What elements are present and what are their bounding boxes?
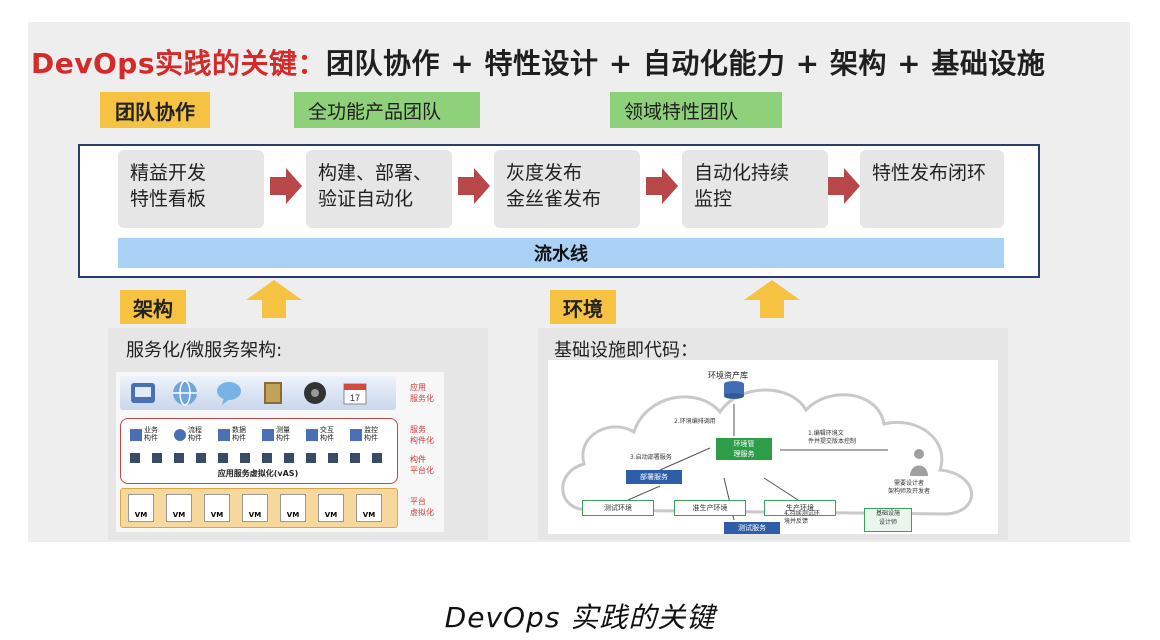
svg-text:17: 17	[350, 393, 360, 403]
designer-label: 需要设计者 架构师及开发者	[888, 480, 931, 495]
arrow-up-icon	[246, 280, 302, 318]
stage-build-deploy: 构建、部署、 验证自动化	[306, 150, 452, 228]
slide: DevOps实践的关键：团队协作 + 特性设计 + 自动化能力 + 架构 + 基…	[28, 22, 1130, 542]
component-caption: 数据 构件	[232, 426, 246, 442]
repo-label: 环境资产库	[708, 371, 748, 380]
vas-label: 应用服务虚拟化(vAS)	[217, 469, 299, 478]
tag-full-function-team: 全功能产品团队	[294, 92, 480, 128]
stage-line: 特性看板	[130, 188, 207, 210]
slide-title: DevOps实践的关键：团队协作 + 特性设计 + 自动化能力 + 架构 + 基…	[31, 42, 1045, 82]
vm-box: VM	[166, 494, 192, 522]
component-caption: 测量 构件	[276, 426, 290, 442]
infra-heading: 基础设施即代码：	[554, 340, 698, 361]
env-mgmt-service: 环境管 理服务	[716, 438, 772, 460]
step-1: 1.编辑环境文 件并提交版本控制	[808, 430, 857, 445]
component-caption: 交互 构件	[320, 426, 334, 442]
infra-designer-box: 基础设施 设计师	[864, 508, 912, 532]
env-prod: 生产环境	[764, 500, 836, 516]
component-item: 流程 构件	[174, 426, 214, 446]
calendar-icon: 17	[343, 383, 367, 405]
dashboard-icon	[304, 382, 326, 404]
stage-line: 精益开发	[130, 162, 207, 184]
component-caption: 业务 构件	[144, 426, 158, 442]
globe-icon	[173, 380, 197, 406]
stage-feature-loop: 特性发布闭环	[860, 150, 1004, 228]
deploy-service: 部署服务	[626, 470, 682, 484]
layer-label: 应用 服务化	[410, 383, 434, 403]
step-4: 4.持续测试环 境并反馈	[784, 510, 820, 525]
component-caption: 流程 构件	[188, 426, 202, 442]
layer-label: 平台 虚拟化	[410, 497, 434, 517]
stage-lean-dev: 精益开发 特性看板	[118, 150, 264, 228]
stage-line: 灰度发布	[506, 162, 583, 184]
vm-box: VM	[242, 494, 268, 522]
env-test: 测试环境	[582, 500, 654, 516]
arrow-right-icon	[646, 168, 678, 204]
title-prefix: DevOps实践的关键：	[31, 47, 326, 80]
arch-diagram: 17 应用 服务化 业务 构件 流程 构件 数据 构件 测量 构件 交互 构件 …	[116, 372, 444, 532]
layer-label: 构件 平台化	[410, 455, 434, 475]
tag-environment: 环境	[550, 290, 616, 324]
tag-domain-feature-team: 领域特性团队	[610, 92, 782, 128]
component-item: 数据 构件	[218, 426, 258, 446]
stage-line: 自动化持续	[694, 162, 790, 184]
stage-gray-release: 灰度发布 金丝雀发布	[494, 150, 640, 228]
arrow-right-icon	[270, 168, 302, 204]
person-icon	[910, 449, 928, 476]
chat-bubble-icon	[217, 382, 241, 405]
step-3: 3.启动部署服务	[630, 454, 672, 461]
vm-box: VM	[128, 494, 154, 522]
phone-icon	[131, 383, 155, 403]
component-caption: 监控 构件	[364, 426, 378, 442]
stage-line: 金丝雀发布	[506, 188, 602, 210]
vm-box: VM	[204, 494, 230, 522]
arch-heading: 服务化/微服务架构:	[126, 340, 283, 361]
tag-architecture: 架构	[120, 290, 186, 324]
env-preprod: 准生产环境	[674, 500, 746, 516]
vm-box: VM	[356, 494, 382, 522]
component-item: 交互 构件	[306, 426, 346, 446]
vm-box: VM	[318, 494, 344, 522]
component-item: 测量 构件	[262, 426, 302, 446]
arrow-up-icon	[744, 280, 800, 318]
test-service: 测试服务	[724, 522, 780, 534]
title-rest: 团队协作 + 特性设计 + 自动化能力 + 架构 + 基础设施	[326, 47, 1046, 80]
tag-team-collaboration: 团队协作	[100, 92, 210, 128]
component-item: 业务 构件	[130, 426, 170, 446]
arrow-right-icon	[828, 168, 860, 204]
database-icon	[724, 381, 744, 399]
figure-caption: DevOps 实践的关键	[444, 601, 716, 634]
stage-monitoring: 自动化持续 监控	[682, 150, 828, 228]
book-icon	[264, 382, 282, 404]
stage-line: 验证自动化	[318, 188, 414, 210]
vm-box: VM	[280, 494, 306, 522]
component-blocks	[130, 453, 382, 463]
component-item: 监控 构件	[350, 426, 390, 446]
layer-label: 服务 构件化	[410, 425, 434, 445]
stage-line: 构建、部署、	[318, 162, 433, 184]
stage-line: 特性发布闭环	[872, 162, 987, 184]
arrow-right-icon	[458, 168, 490, 204]
stage-line: 监控	[694, 188, 733, 210]
step-2: 2.环境编排调用	[674, 418, 716, 425]
pipeline-bar: 流水线	[118, 238, 1004, 268]
infra-diagram: 环境资产库 环境管 理服务 部署服务 测试环境 准生产环境 生产环境 测试服务 …	[548, 360, 998, 534]
